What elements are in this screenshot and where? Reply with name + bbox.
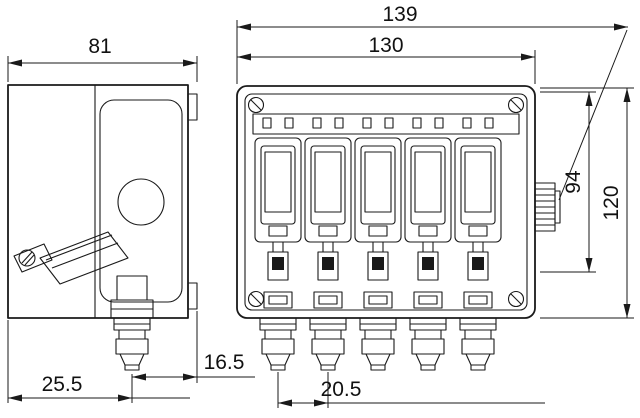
side-connector: [534, 182, 561, 232]
dim-120: 120: [540, 87, 634, 319]
angled-terminal: [13, 231, 154, 319]
cable-gland: [259, 317, 297, 371]
cable-gland: [309, 317, 347, 371]
dim-94: 94: [540, 91, 596, 273]
fuse-module: [354, 117, 402, 309]
cable-gland: [359, 317, 397, 371]
top-terminal-band: [252, 113, 520, 135]
fuse-module: [404, 117, 452, 309]
fuse-module: [254, 117, 302, 309]
dim-label-20-5: 20.5: [321, 378, 362, 401]
dim-label-25-5: 25.5: [42, 373, 83, 396]
cable-gland: [409, 317, 447, 371]
mounting-tab-top: [187, 93, 198, 121]
dim-139: 139: [236, 3, 628, 201]
mounting-tab-bottom: [187, 282, 198, 310]
corner-screw: [247, 290, 265, 308]
dim-label-16-5: 16.5: [204, 351, 245, 374]
dim-16-5: 16.5: [131, 311, 255, 383]
cable-gland: [459, 317, 497, 371]
inspection-window: [117, 178, 165, 226]
enclosure-door: [99, 99, 183, 303]
dim-label-94: 94: [562, 170, 585, 194]
dim-label-120: 120: [600, 185, 623, 220]
dim-label-130: 130: [368, 34, 403, 57]
dim-20-5: 20.5: [277, 372, 545, 408]
enclosure-lid: [244, 93, 528, 311]
corner-screw: [247, 96, 265, 114]
corner-screw: [507, 290, 525, 308]
dim-label-81: 81: [88, 35, 111, 58]
fuse-module: [454, 117, 502, 309]
fuse-module: [304, 117, 352, 309]
dim-25-5: 25.5: [7, 320, 190, 403]
corner-screw: [507, 96, 525, 114]
cable-gland-side: [113, 317, 151, 371]
front-view: [236, 85, 561, 371]
dim-130: 130: [237, 34, 536, 84]
dim-81: 81: [7, 35, 198, 82]
dim-label-139: 139: [382, 3, 417, 26]
side-view: [7, 84, 198, 371]
